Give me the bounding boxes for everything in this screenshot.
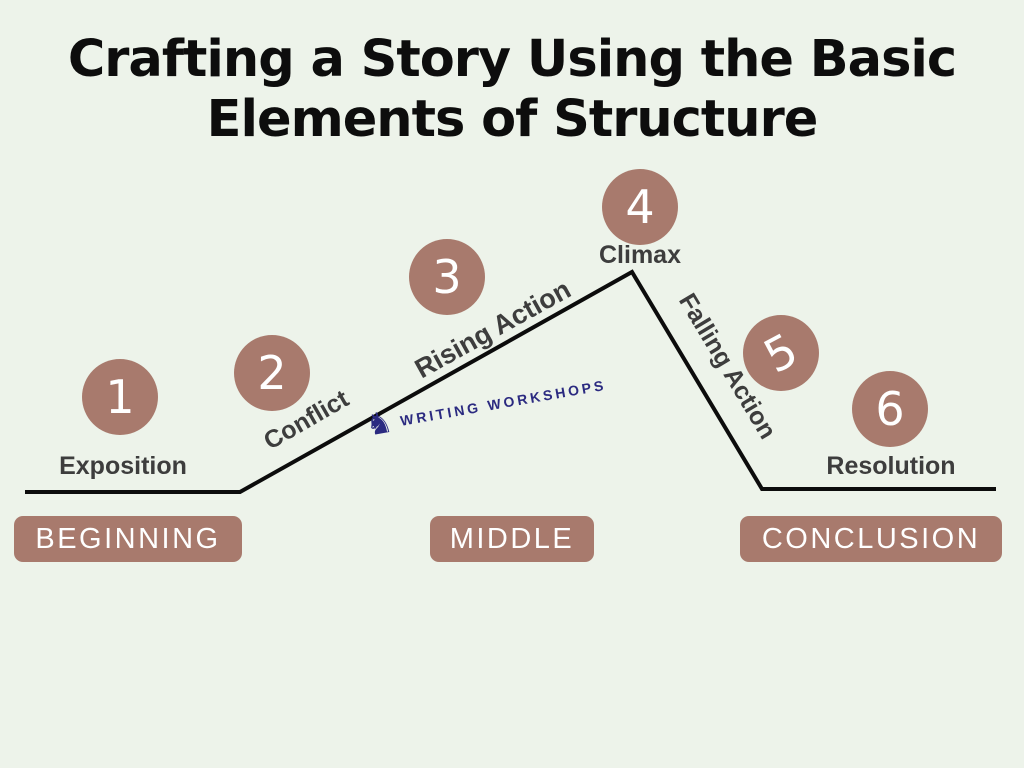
- stage-number-3: 3: [432, 250, 462, 304]
- stage-number-5: 5: [755, 322, 807, 384]
- pegasus-icon: ♞: [362, 404, 396, 444]
- stage-number-1: 1: [105, 370, 135, 424]
- stage-number-4: 4: [625, 180, 655, 234]
- stage-circle-4: 4: [602, 169, 678, 245]
- stage-circle-1: 1: [82, 359, 158, 435]
- section-badge-conclusion: CONCLUSION: [740, 516, 1002, 562]
- stage-circle-5: 5: [743, 315, 819, 391]
- section-badge-middle: MIDDLE: [430, 516, 594, 562]
- stage-circle-3: 3: [409, 239, 485, 315]
- stage-circle-2: 2: [234, 335, 310, 411]
- stage-number-2: 2: [257, 346, 287, 400]
- stage-number-6: 6: [875, 382, 905, 436]
- stage-circle-6: 6: [852, 371, 928, 447]
- stage-label-exposition: Exposition: [59, 452, 187, 480]
- title-line-2: Elements of Structure: [206, 90, 819, 150]
- stage-label-resolution: Resolution: [826, 452, 956, 480]
- title-line-1: Crafting a Story Using the Basic: [67, 30, 957, 89]
- section-badge-beginning: BEGINNING: [14, 516, 242, 562]
- stage-label-climax: Climax: [599, 241, 681, 269]
